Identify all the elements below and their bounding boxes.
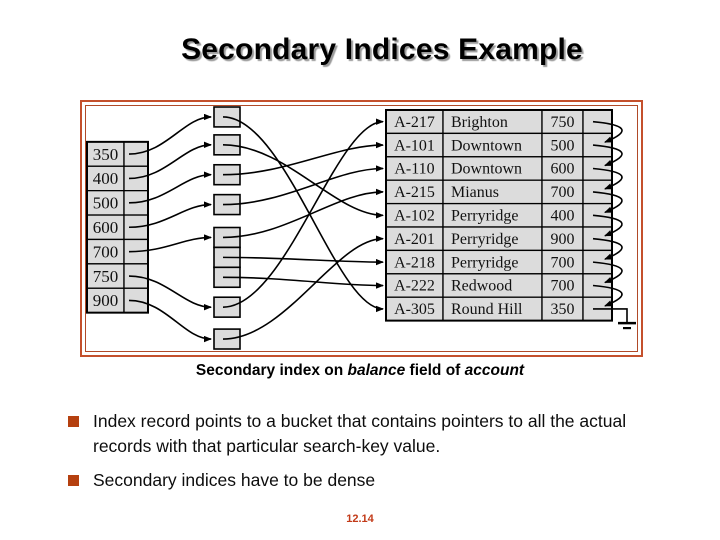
- branch-name-text: Downtown: [451, 137, 522, 154]
- caption-mid: field of: [405, 362, 465, 379]
- index-to-bucket-arrow: [128, 141, 212, 180]
- account-number-text: A-218: [394, 254, 435, 271]
- diagram-caption: Secondary index on balance field of acco…: [0, 362, 720, 380]
- balance-text: 500: [551, 137, 575, 154]
- caption-balance: balance: [347, 362, 406, 379]
- bullet-list: Index record points to a bucket that con…: [66, 409, 648, 502]
- bucket-to-record-arrow: [222, 141, 384, 176]
- account-number-text: A-110: [394, 161, 434, 178]
- index-pointer-cell: [123, 238, 149, 265]
- slide-title: Secondary Indices Example: [181, 33, 583, 66]
- index-to-bucket-arrow: [128, 201, 212, 229]
- bullet-item: Secondary indices have to be dense: [66, 468, 648, 493]
- bucket-to-record-arrow: [222, 235, 384, 340]
- index-to-bucket-arrow: [128, 113, 212, 155]
- record-chain-arrow: [592, 144, 623, 167]
- bucket-to-record-arrow: [222, 116, 384, 313]
- caption-account: account: [464, 362, 525, 379]
- index-value-text: 750: [93, 267, 118, 286]
- slide-number: 12.14: [346, 513, 374, 525]
- caption-pre: Secondary index on: [195, 362, 348, 379]
- bullet-text: Index record points to a bucket that con…: [93, 411, 627, 456]
- index-table-outline: [86, 140, 149, 314]
- index-value-text: 700: [93, 242, 118, 261]
- branch-name-text: Round Hill: [451, 301, 523, 318]
- bucket-to-record-arrow: [222, 256, 384, 266]
- index-to-bucket-arrow: [128, 171, 212, 204]
- record-chain-arrow: [592, 261, 623, 284]
- record-chain-arrow: [592, 284, 623, 307]
- record-chain-arrow: [592, 214, 623, 237]
- account-number-text: A-305: [394, 301, 435, 318]
- index-value-text: 500: [93, 194, 118, 213]
- index-to-bucket-arrow: [128, 234, 212, 253]
- branch-name-text: Perryridge: [451, 208, 518, 225]
- record-chain-arrow: [592, 237, 623, 260]
- bullet-text: Secondary indices have to be dense: [93, 470, 376, 490]
- account-number-text: A-201: [394, 231, 435, 248]
- balance-text: 900: [551, 231, 575, 248]
- balance-text: 400: [551, 208, 575, 225]
- index-value-text: 900: [93, 291, 118, 310]
- bucket-to-record-arrow: [222, 144, 384, 219]
- record-chain-arrow: [592, 167, 623, 190]
- record-chain-arrow: [592, 191, 623, 214]
- bullet-square-icon: [68, 475, 79, 486]
- index-to-bucket-arrow: [128, 299, 212, 343]
- balance-text: 350: [551, 301, 575, 318]
- index-value-cell: [86, 287, 125, 314]
- account-number-text: A-217: [394, 114, 435, 131]
- bullet-square-icon: [68, 416, 79, 427]
- index-to-bucket-arrow: [128, 275, 212, 311]
- balance-text: 600: [551, 161, 575, 178]
- balance-text: 700: [551, 254, 575, 271]
- account-number-text: A-102: [394, 208, 435, 225]
- branch-name-text: Downtown: [451, 161, 522, 178]
- bucket-to-record-arrow: [222, 276, 384, 289]
- index-value-text: 600: [93, 218, 118, 237]
- index-value-text: 350: [93, 145, 118, 164]
- account-number-text: A-101: [394, 137, 435, 154]
- account-number-text: A-222: [394, 278, 435, 295]
- branch-name-text: Perryridge: [451, 231, 518, 248]
- branch-name-text: Brighton: [451, 114, 508, 131]
- balance-text: 700: [551, 278, 575, 295]
- branch-name-text: Mianus: [451, 184, 499, 201]
- bucket-to-record-arrow: [222, 188, 384, 239]
- null-pointer-line: [593, 308, 628, 323]
- balance-text: 750: [551, 114, 575, 131]
- balance-text: 700: [551, 184, 575, 201]
- record-chain-arrow: [592, 120, 623, 143]
- bucket-to-record-arrow: [222, 165, 384, 206]
- bullet-item: Index record points to a bucket that con…: [66, 409, 648, 459]
- account-number-text: A-215: [394, 184, 435, 201]
- index-value-text: 400: [93, 169, 118, 188]
- account-table-outline: [385, 108, 613, 322]
- branch-name-text: Perryridge: [451, 254, 518, 271]
- branch-name-text: Redwood: [451, 278, 512, 295]
- bucket-to-record-arrow: [222, 118, 384, 308]
